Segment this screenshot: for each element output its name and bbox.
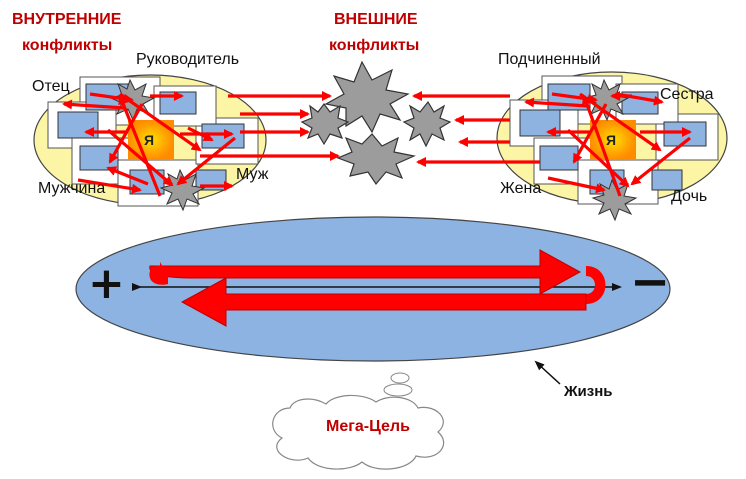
external-conflict-stars [300,60,452,186]
plus-sign: + [88,258,125,309]
right-conflict-arrow [524,97,589,108]
cloud-shape [272,394,445,470]
external-conflict-star [324,60,410,134]
role-label-sister: Сестра [660,86,714,103]
right-self-label: Я [606,132,617,148]
role-label-father: Отец [32,78,70,95]
role-label-wife: Жена [500,180,542,197]
left-conflict-arrow [77,178,142,194]
left-conflict-arrow [118,94,162,197]
external-conflict-star [300,103,350,146]
external-conflicts-title-line1: ВНЕШНИЕ [334,11,418,28]
left-conflict-arrow [119,92,202,152]
left-conflict-arrow [62,99,126,110]
right-role-box [651,169,683,191]
life-cycle-arrow-bottom [180,277,587,327]
internal-conflicts-title-line1: ВНУТРЕННИЕ [12,11,122,28]
external-conflict-star [402,100,452,148]
external-conflict-arrows [200,91,540,167]
life-pointer [534,360,561,385]
role-label-daughter: Дочь [671,188,708,205]
external-conflict-star [336,133,416,186]
left-conflict-arrow [187,126,214,142]
right-conflict-arrow [630,136,691,186]
cloud-puff [390,372,410,384]
right-conflict-arrow [547,176,606,194]
left-conflict-arrow [106,166,149,186]
role-label-subordinate: Подчиненный [498,51,601,68]
mega-goal-cloud [272,372,445,470]
cloud-puff [383,383,413,397]
life-label: Жизнь [564,383,613,400]
mega-goal-label: Мега-Цель [326,418,410,435]
left-self-label: Я [144,132,155,148]
minus-sign: − [630,254,671,310]
external-conflicts-title-line2: конфликты [329,37,420,54]
life-cycle-turn [586,266,606,304]
right-conflict-arrow [566,128,630,188]
left-role-box [201,123,245,149]
role-label-leader: Руководитель [136,51,240,68]
right-role-box [539,145,579,171]
right-conflict-arrow [582,94,622,197]
role-label-man: Мужчина [38,180,106,197]
internal-conflicts-title-line2: конфликты [22,37,113,54]
left-role-box [57,111,99,139]
role-label-husband: Муж [236,166,269,183]
left-conflict-arrow [106,128,174,187]
right-personality-cluster [496,71,728,222]
left-personality-cluster [33,74,267,212]
left-conflict-arrow [176,136,237,186]
life-ellipse-group [75,216,671,385]
life-cycle-arrow [149,249,582,295]
life-cycle-arrow-top [149,262,168,285]
life-ellipse [75,216,671,362]
right-conflict-arrow [579,92,662,152]
